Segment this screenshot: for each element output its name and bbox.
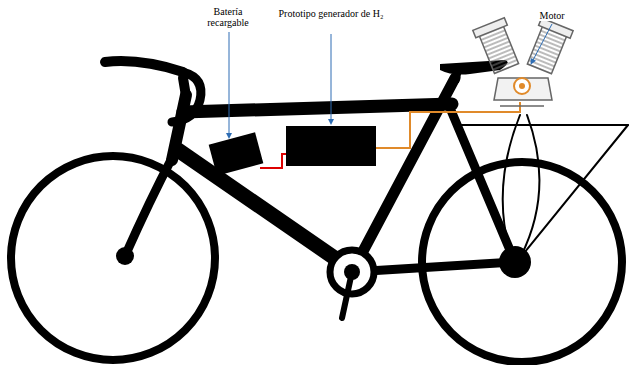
wire <box>376 102 520 148</box>
leader-arrow <box>229 32 230 136</box>
front-wheel <box>11 156 215 360</box>
h2-generator <box>286 126 376 166</box>
part-label: Batería recargable <box>199 6 257 28</box>
crank-arm <box>342 272 352 318</box>
part-label: Prototipo generador de H₂ <box>275 8 387 19</box>
leader-arrow <box>331 34 332 122</box>
wire <box>260 154 286 168</box>
motor-icon <box>473 18 573 106</box>
part-label: Motor <box>531 10 573 21</box>
battery <box>209 132 264 175</box>
frame <box>105 61 628 272</box>
leader-arrow <box>532 24 552 62</box>
